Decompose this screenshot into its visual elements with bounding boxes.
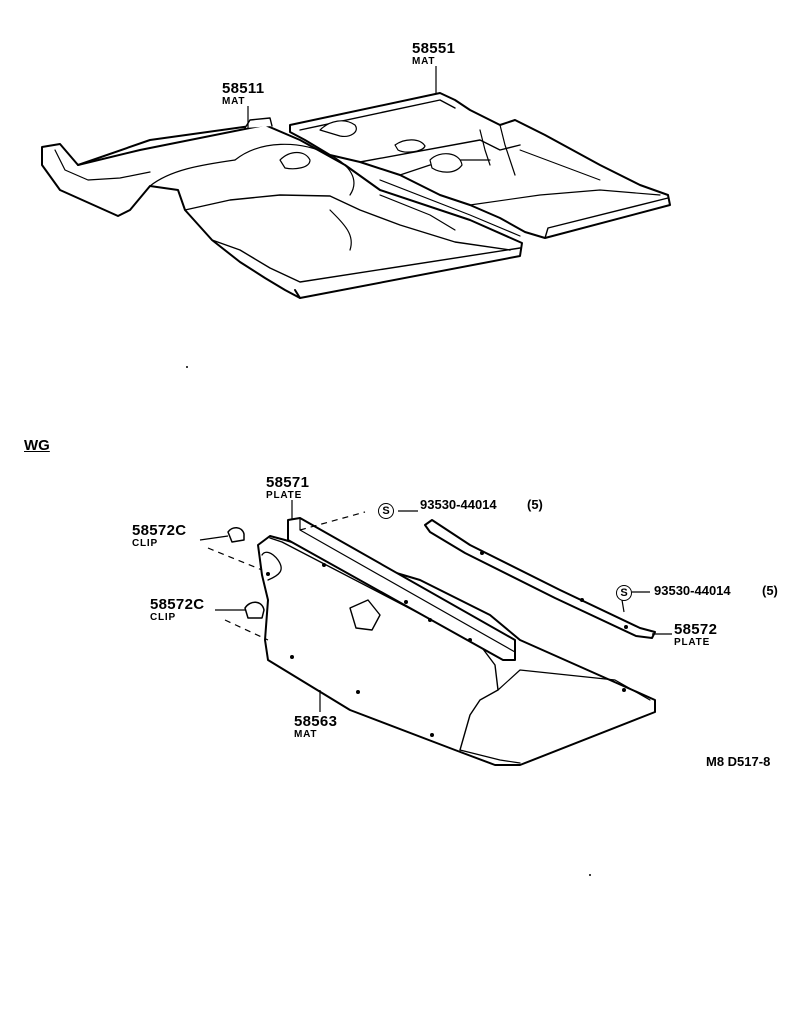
plate-58572-drawing — [424, 519, 656, 639]
section-label: WG — [24, 437, 50, 454]
part-number-93530-44014-a: 93530-44014 — [420, 497, 497, 512]
part-name-plate-58572: PLATE — [674, 637, 711, 648]
part-name-plate-58571: PLATE — [266, 490, 303, 501]
part-qty-93530-44014-a: (5) — [527, 497, 543, 512]
part-number-58572: 58572 — [674, 621, 718, 638]
part-number-58572c-upper: 58572C — [132, 522, 187, 539]
part-number-58511: 58511 — [222, 80, 265, 97]
part-name-front-mat: MAT — [222, 96, 246, 107]
part-number-58551: 58551 — [412, 40, 456, 57]
part-name-rear-mat: MAT — [412, 56, 436, 67]
rear-floor-mat-drawing — [289, 92, 671, 239]
part-number-58563: 58563 — [294, 713, 338, 730]
part-qty-93530-44014-b: (5) — [762, 583, 778, 598]
clip-58572c-lower-drawing — [244, 601, 265, 619]
standard-part-symbol-2: S — [616, 585, 632, 601]
luggage-mat-drawing — [257, 535, 656, 766]
drawing-reference: M8 D517-8 — [706, 754, 771, 769]
part-name-luggage-mat: MAT — [294, 729, 318, 740]
clip-58572c-upper-drawing — [227, 527, 245, 543]
part-name-clip-upper: CLIP — [132, 538, 158, 549]
front-floor-mat-drawing — [41, 117, 523, 299]
standard-part-symbol-1: S — [378, 503, 394, 519]
part-number-58572c-lower: 58572C — [150, 596, 205, 613]
part-number-93530-44014-b: 93530-44014 — [654, 583, 731, 598]
part-number-58571: 58571 — [266, 474, 310, 491]
part-name-clip-lower: CLIP — [150, 612, 176, 623]
